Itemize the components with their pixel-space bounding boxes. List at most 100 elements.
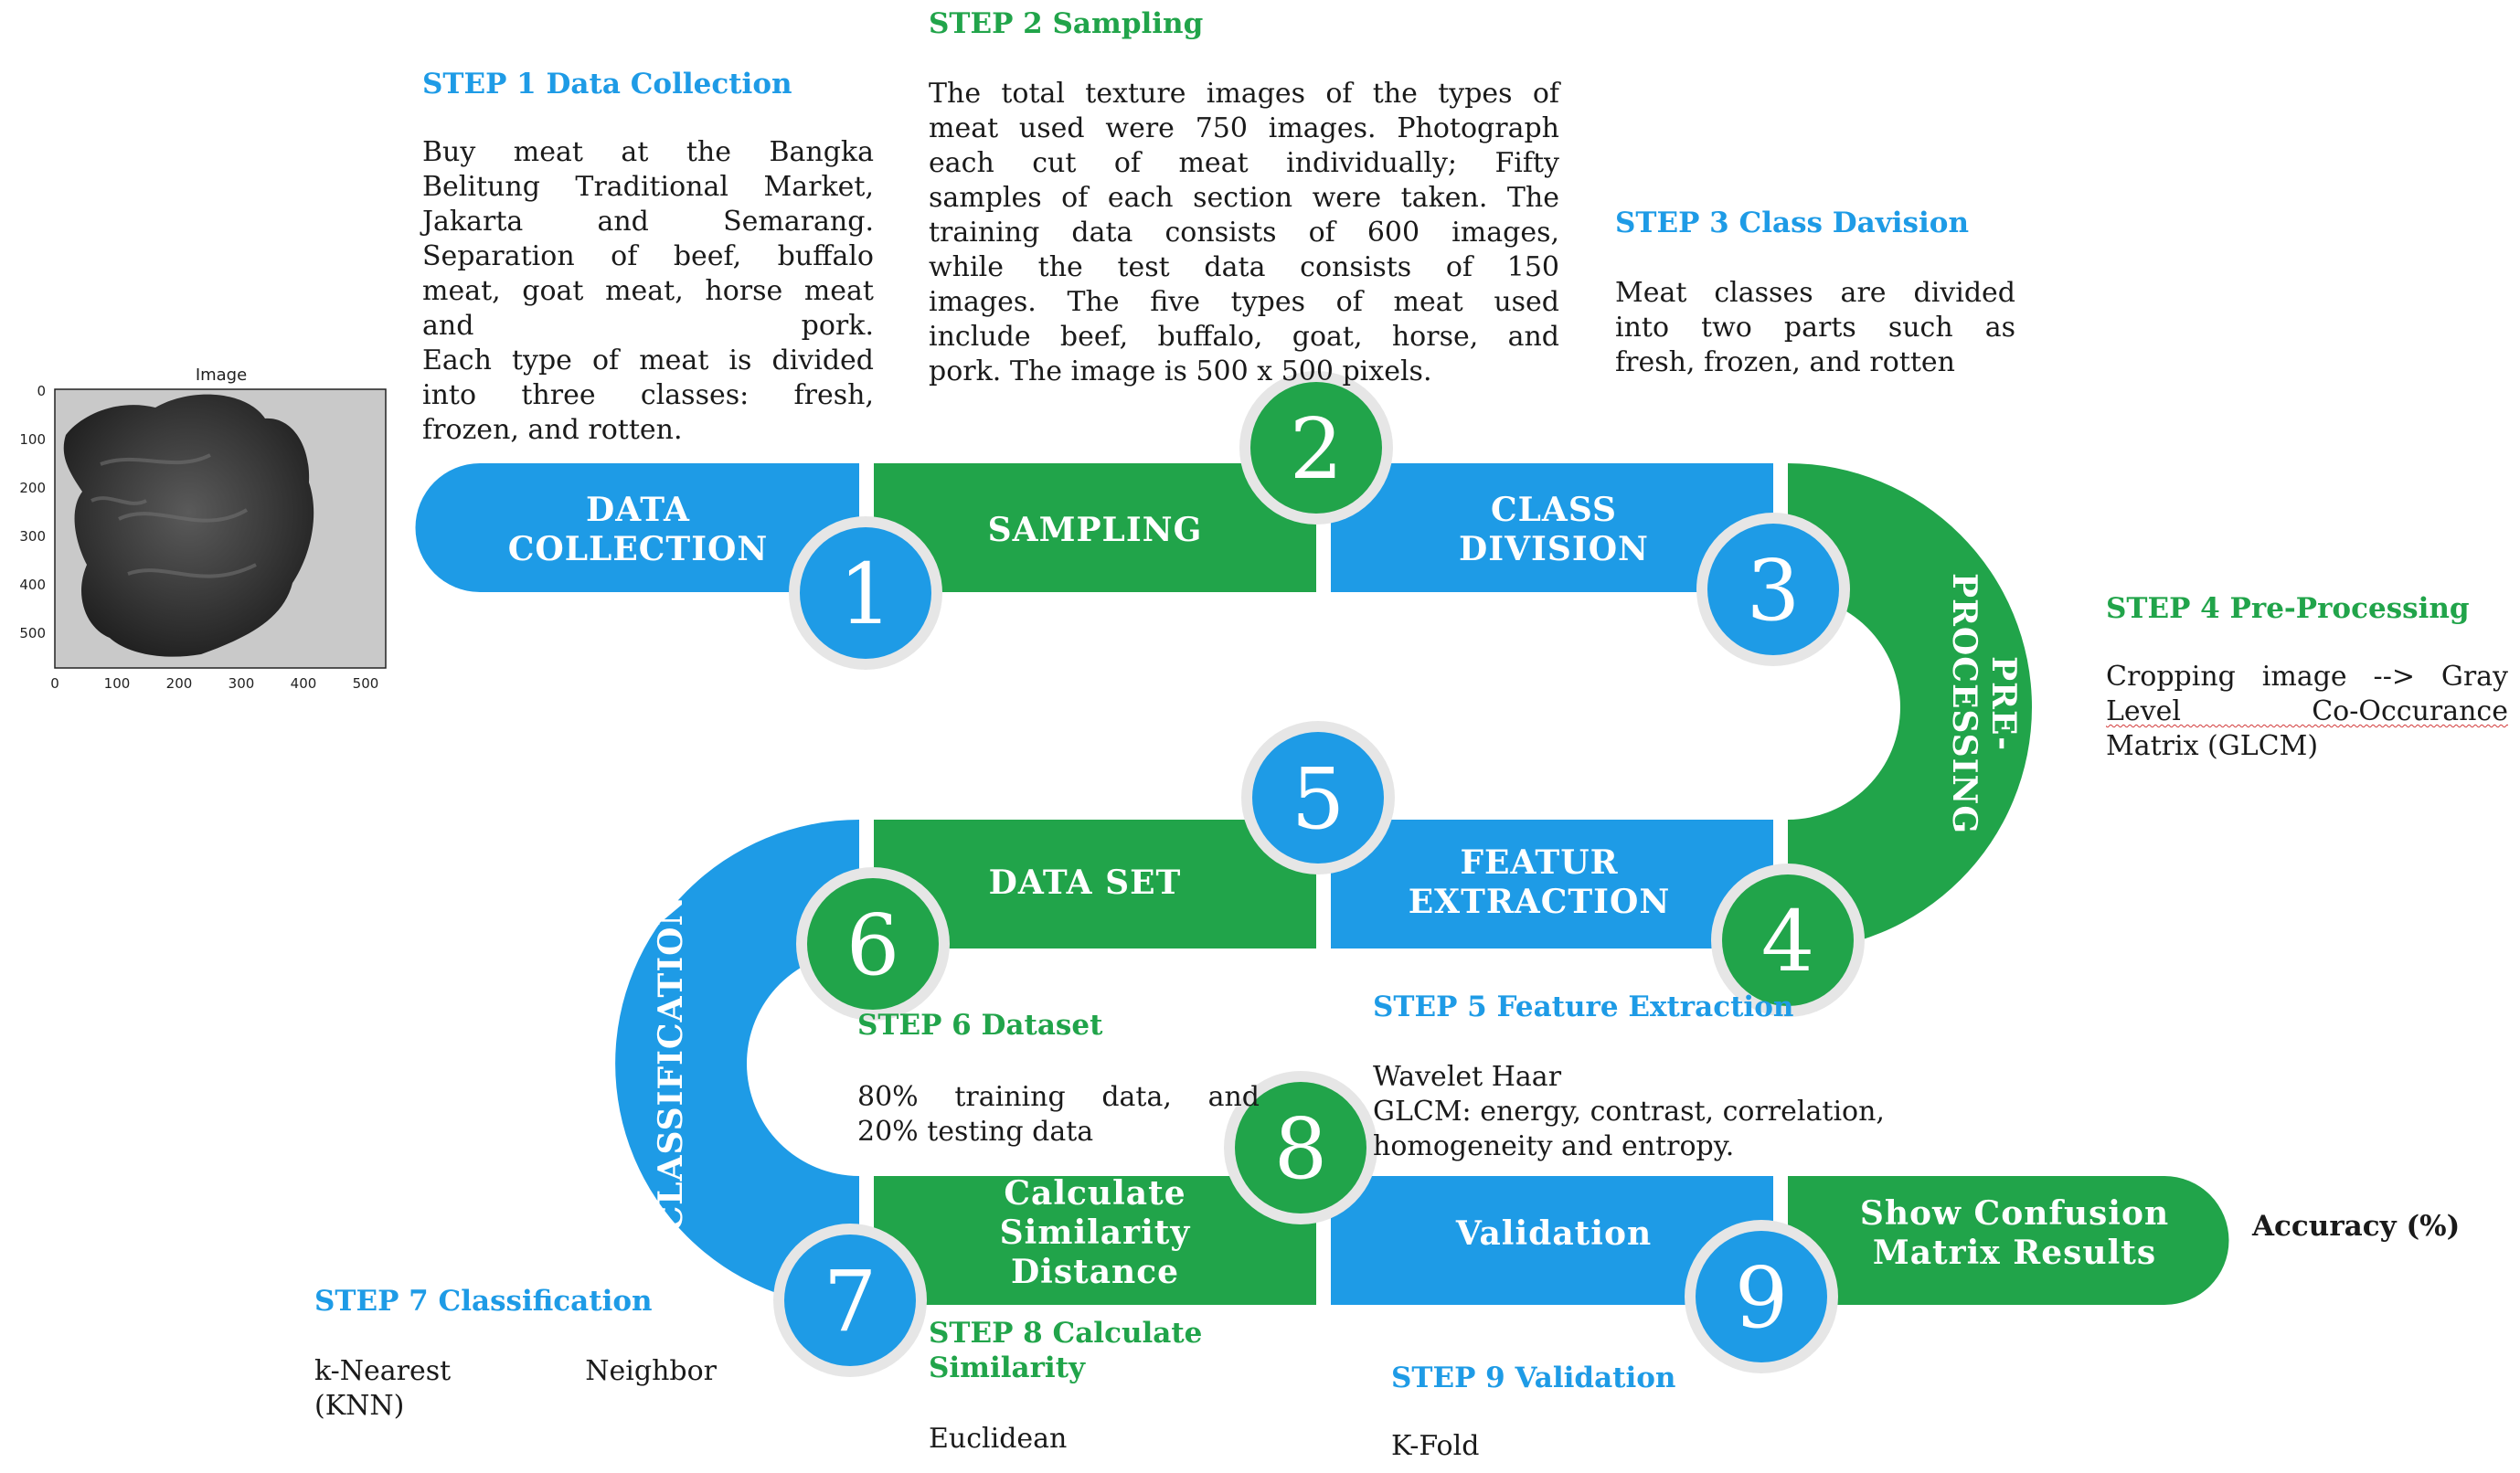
- label-line: Matrix Results: [1873, 1234, 2156, 1272]
- text-line: meat used were 750 images. Photograph: [929, 112, 1559, 144]
- text-line: meat, goat meat, horse meat: [422, 275, 874, 307]
- text-line: Separation of beef, buffalo: [422, 240, 874, 272]
- badge-9: 9: [1685, 1220, 1838, 1373]
- x-tick: 200: [166, 675, 193, 692]
- step1-title: STEP 1 Data Collection: [422, 68, 792, 101]
- text-line: frozen, and rotten.: [422, 414, 683, 446]
- y-tick: 200: [19, 480, 46, 496]
- text-line: GLCM: energy, contrast, correlation,: [1373, 1096, 1885, 1128]
- text-line: Cropping image --> Gray: [2106, 661, 2508, 693]
- text-line: k-Nearest Neighbor: [314, 1355, 717, 1387]
- label-line: Similarity: [1000, 1213, 1191, 1252]
- stage-box-confusion-matrix: [1788, 1176, 2229, 1305]
- text-line: Meat classes are divided: [1615, 277, 2015, 309]
- label-sampling: SAMPLING: [988, 511, 1203, 549]
- badge-8: 8: [1224, 1071, 1377, 1224]
- label-line: Distance: [1011, 1253, 1179, 1291]
- badge-1: 1: [789, 516, 942, 670]
- text-line: each cut of meat individually; Fifty: [929, 147, 1559, 179]
- step7-title: STEP 7 Classification: [314, 1285, 653, 1318]
- y-tick: 100: [19, 431, 46, 448]
- text-line: samples of each section were taken. The: [929, 182, 1559, 214]
- badge-2: 2: [1239, 371, 1393, 525]
- text-line: Buy meat at the Bangka: [422, 136, 874, 168]
- step8-title: STEP 8 Calculate Similarity: [929, 1317, 1203, 1384]
- inset-y-ticks: 0 100 200 300 400 500: [19, 383, 46, 641]
- text-line: images. The five types of meat used: [929, 286, 1559, 318]
- badge-number: 2: [1290, 400, 1344, 498]
- badge-3: 3: [1696, 513, 1850, 666]
- text-line: K-Fold: [1391, 1430, 1480, 1462]
- label-validation: Validation: [1455, 1214, 1652, 1253]
- label-line: Show Confusion: [1860, 1194, 2169, 1233]
- badge-number: 7: [824, 1253, 877, 1351]
- step7-text: k-Nearest Neighbor (KNN): [314, 1354, 717, 1424]
- text-line: into two parts such as: [1615, 312, 2015, 344]
- label-line: SAMPLING: [988, 511, 1203, 549]
- x-tick: 400: [291, 675, 317, 692]
- step5-text: Wavelet Haar GLCM: energy, contrast, cor…: [1373, 1060, 1976, 1164]
- text-line: 80% training data, and: [857, 1081, 1260, 1113]
- label-line: EXTRACTION: [1409, 883, 1671, 921]
- accuracy-label: Accuracy (%): [2252, 1210, 2461, 1243]
- label-line: PROCESSING: [1945, 573, 1983, 834]
- label-line: COLLECTION: [508, 530, 769, 568]
- inset-x-ticks: 0 100 200 300 400 500: [50, 675, 378, 692]
- text-line: Each type of meat is divided: [422, 344, 874, 376]
- label-line: FEATUR: [1460, 843, 1618, 882]
- label-line: DIVISION: [1459, 530, 1649, 568]
- label-line: Validation: [1455, 1214, 1652, 1253]
- text-line: fresh, frozen, and rotten: [1615, 346, 1955, 378]
- label-line: DATA: [586, 491, 690, 529]
- x-tick: 500: [353, 675, 379, 692]
- badge-7: 7: [773, 1224, 927, 1377]
- x-tick: 300: [229, 675, 255, 692]
- step6-title: STEP 6 Dataset: [857, 1009, 1103, 1042]
- text-line: Jakarta and Semarang.: [422, 206, 874, 238]
- step2-title: STEP 2 Sampling: [929, 7, 1204, 40]
- text-line: include beef, buffalo, goat, horse, and: [929, 321, 1559, 353]
- badge-number: 6: [846, 896, 900, 994]
- step6-text: 80% training data, and 20% testing data: [857, 1080, 1260, 1150]
- step9-text: K-Fold: [1391, 1429, 1665, 1464]
- step4-text: Cropping image --> Gray Level Co-Occuran…: [2106, 660, 2508, 764]
- badge-5: 5: [1241, 721, 1395, 874]
- step5-title: STEP 5 Feature Extraction: [1373, 991, 1794, 1023]
- text-line: Wavelet Haar: [1373, 1061, 1562, 1093]
- badge-number: 3: [1747, 542, 1801, 640]
- step3-text: Meat classes are divided into two parts …: [1615, 276, 2015, 380]
- text-line: The total texture images of the types of: [929, 78, 1559, 110]
- badge-6: 6: [796, 867, 950, 1021]
- stage-box-feature-extraction: [1331, 820, 1773, 948]
- label-line: Calculate: [1004, 1174, 1186, 1213]
- badge-number: 9: [1735, 1249, 1789, 1347]
- step1-text: Buy meat at the Bangka Belitung Traditio…: [422, 135, 874, 448]
- badge-number: 1: [839, 546, 893, 643]
- label-line: DATA SET: [989, 864, 1182, 902]
- label-line: CLASSIFICATION: [652, 895, 690, 1233]
- badge-number: 5: [1292, 750, 1345, 848]
- label-line: CLASS: [1491, 491, 1617, 529]
- text-line: and pork.: [422, 310, 874, 342]
- badge-4: 4: [1711, 864, 1865, 1017]
- y-tick: 0: [37, 383, 46, 399]
- text-line: while the test data consists of 150: [929, 251, 1559, 283]
- label-classification: CLASSIFICATION: [652, 895, 690, 1233]
- step8-text: Euclidean: [929, 1422, 1331, 1457]
- stage-box-data-collection: [415, 463, 859, 592]
- label-line: PRE-: [1984, 656, 2023, 751]
- text-line: pork. The image is 500 x 500 pixels.: [929, 355, 1432, 387]
- text-line: Belitung Traditional Market,: [422, 171, 874, 203]
- stage-box-sampling: [874, 463, 1316, 592]
- text-line: (KNN): [314, 1390, 405, 1422]
- step3-title: STEP 3 Class Davision: [1615, 207, 1969, 239]
- text-line: homogeneity and entropy.: [1373, 1130, 1735, 1162]
- step9-title: STEP 9 Validation: [1391, 1362, 1676, 1394]
- text-line: training data consists of 600 images,: [929, 217, 1559, 249]
- text-line: Euclidean: [929, 1423, 1068, 1455]
- text-line: Matrix (GLCM): [2106, 730, 2319, 762]
